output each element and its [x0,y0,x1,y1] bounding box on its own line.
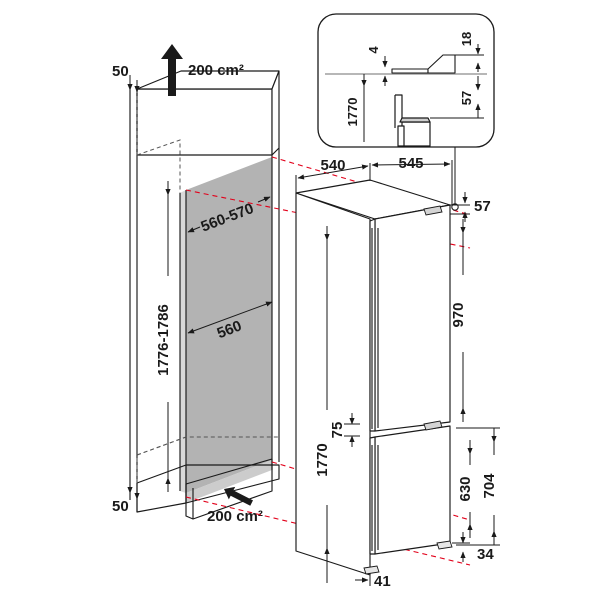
door-gap-dimension [344,413,360,447]
cabinet-base [136,458,280,520]
cabinet-assembly: 200 cm² 200 cm² 50 50 [112,44,280,525]
inset-thickness-label: 4 [366,46,381,54]
foot-offset-label: 41 [374,573,391,590]
cabinet-outer-frame [129,84,280,512]
plinth-dimension [452,532,470,562]
cabinet-hidden-edges [136,89,279,483]
hinge-offset-dimension [450,192,470,222]
top-width-label: 545 [398,155,423,172]
airflow-bottom-arrow-icon [224,486,253,506]
airflow-top-label: 200 cm² [188,62,244,79]
gap-top-label: 50 [112,63,129,80]
top-cabinet-box [136,70,280,156]
inset-panel [391,54,456,74]
appliance-body [295,179,451,576]
inset-frame [317,13,495,148]
inset-drop-label: 57 [459,91,474,105]
niche-depth-dimension [187,196,271,233]
inset-bracket [394,94,431,147]
inset-drop-dimension [430,76,484,119]
appliance-height-label: 1770 [314,443,331,476]
appliance-assembly: 540 545 57 970 [295,155,500,590]
niche-height-label: 1776-1786 [155,304,172,376]
inset-overlap-label: 18 [459,32,474,46]
gap-top-dimension [127,75,140,93]
gap-bottom-dimension [127,478,140,500]
door-gap-label: 75 [329,422,346,439]
fridge-door-height-label: 970 [450,302,467,327]
plinth-label: 34 [477,546,494,563]
gap-bottom-label: 50 [112,498,129,515]
appliance-doors [369,204,451,555]
foot-offset-dimension [326,562,371,586]
freezer-section-label: 704 [481,473,498,499]
top-width-dimension [369,160,453,205]
hinge-offset-label: 57 [474,198,491,215]
airflow-top-arrow-icon [161,44,183,96]
door-handles [423,205,443,431]
appliance-feet [363,540,453,575]
niche-width-dimension [187,301,273,334]
top-depth-label: 540 [320,157,345,174]
inset-height-label: 1770 [345,98,360,127]
freezer-section-dimension [456,427,500,546]
hinge-detail-inset: 4 18 57 1770 [317,13,495,205]
airflow-bottom-label: 200 cm² [207,508,263,525]
freezer-door-label: 630 [457,476,474,501]
inset-overlap-dimension [455,44,484,72]
